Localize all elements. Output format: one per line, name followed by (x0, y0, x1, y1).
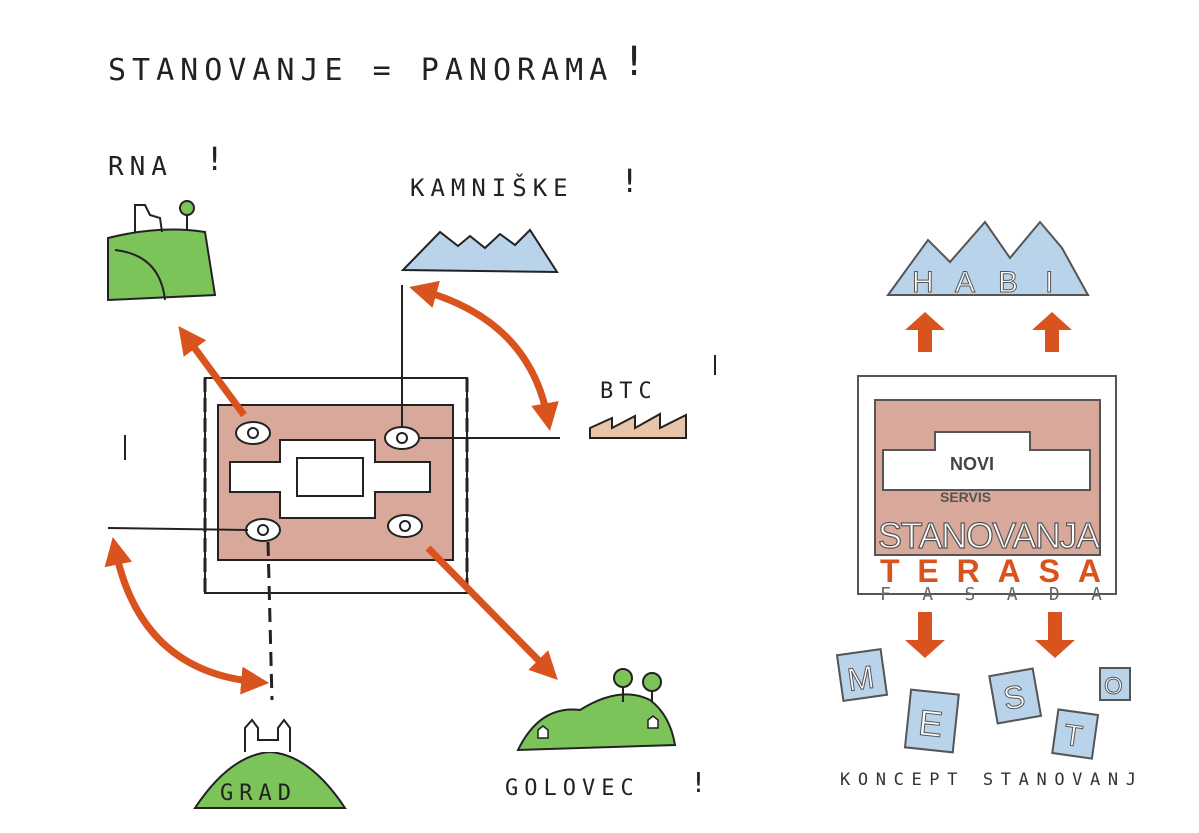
arrow-to-golovec (425, 545, 558, 680)
mesto-block-t: T (1051, 708, 1100, 760)
label-btc: BTC (600, 379, 658, 404)
title-text: STANOVANJE = PANORAMA (108, 53, 613, 88)
mesto-block-m: M (835, 648, 889, 702)
label-rna: RNA (108, 152, 173, 182)
mesto-block-e: E (903, 688, 960, 754)
mountains-kamniske (400, 228, 559, 274)
mesto-block-o: O (1099, 667, 1131, 701)
hill-golovec (516, 668, 677, 752)
concept-label-novi: NOVI (950, 454, 994, 474)
label-golovec-exclaim: ! (690, 766, 713, 799)
svg-text:E: E (917, 702, 945, 745)
label-golovec: GOLOVEC (505, 776, 640, 801)
label-kamniske: KAMNIŠKE (410, 172, 574, 202)
concept-block (857, 375, 1117, 595)
concept-label-servis: SERVIS (940, 489, 991, 505)
mountain-letter-h: H (912, 266, 934, 299)
svg-text:M: M (845, 659, 876, 698)
eye-icon-top-right (384, 426, 420, 450)
arrow-to-rna (178, 325, 247, 418)
factory-btc (589, 412, 687, 439)
hill-top-left (107, 200, 217, 302)
arrow-kamniske-btc (409, 280, 559, 432)
label-grad: GRAD (220, 781, 297, 806)
concept-caption: KONCEPT STANOVANJ (840, 770, 1140, 790)
eye-icon-bottom-right (387, 514, 423, 538)
arrow-down-left (905, 612, 945, 658)
svg-text:O: O (1104, 673, 1123, 700)
hill-grad (193, 718, 347, 809)
arrow-west-grad (104, 537, 270, 695)
arrow-up-left (905, 312, 945, 352)
mesto-block-s: S (988, 667, 1043, 725)
title-exclaim: ! (622, 39, 652, 85)
mountain-letter-a: A (955, 266, 975, 299)
arrow-up-right (1032, 312, 1072, 352)
eye-icon-top-left (235, 421, 271, 445)
concept-label-stanovanja: STANOVANJA (878, 515, 1100, 556)
svg-text:T: T (1062, 719, 1085, 754)
label-rna-exclaim: ! (205, 140, 230, 178)
view-line-west (107, 527, 249, 531)
eye-icon-bottom-left (245, 518, 281, 542)
mountain-letter-b: B (998, 266, 1018, 299)
mountains-concept (886, 220, 1090, 296)
view-line-south (266, 541, 274, 701)
mountain-letter-i: I (1045, 266, 1053, 299)
arrow-down-right (1035, 612, 1075, 658)
label-kamniske-exclaim: ! (620, 162, 645, 200)
